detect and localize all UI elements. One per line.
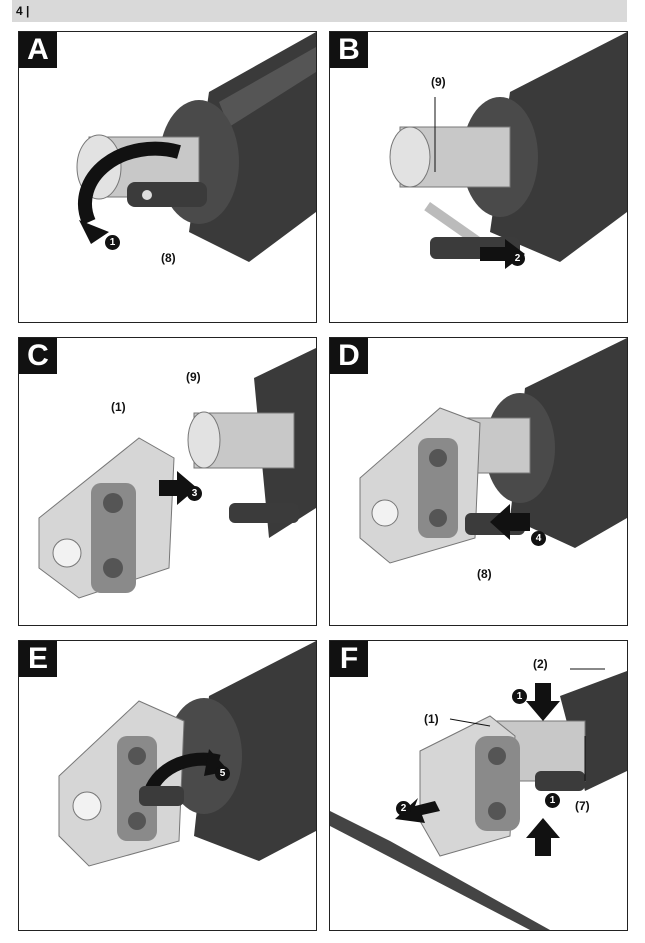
- step-marker: 5: [215, 766, 230, 781]
- panel-d-illustration: [359, 338, 627, 564]
- panel-a-illustration: [76, 32, 316, 262]
- part-label: (1): [111, 400, 126, 414]
- figure-panel-c: C (1) (9) 3: [18, 337, 317, 626]
- figure-panel-b: B (9) 2: [329, 31, 628, 323]
- panel-letter: B: [330, 32, 368, 68]
- step-marker: 1: [512, 689, 527, 704]
- figure-panel-e: E 5: [18, 640, 317, 931]
- panel-e-illustration: [58, 641, 316, 867]
- part-label: (9): [186, 370, 201, 384]
- part-label: (1): [424, 712, 439, 726]
- panel-letter: A: [19, 32, 57, 68]
- panel-f-illustration: [330, 668, 627, 930]
- figure-panel-d: D 4 (8): [329, 337, 628, 626]
- step-marker: 1: [105, 235, 120, 250]
- part-label: (7): [575, 799, 590, 813]
- figure-panel-f: F (2) (1) (7) 1 2 1: [329, 640, 628, 931]
- page-number: 4 |: [16, 4, 30, 18]
- part-label: (2): [533, 657, 548, 671]
- panel-b-illustration: [389, 32, 627, 269]
- step-marker: 2: [396, 801, 411, 816]
- part-label: (8): [161, 251, 176, 265]
- page-header: 4 |: [12, 0, 627, 22]
- panel-letter: D: [330, 338, 368, 374]
- step-marker: 1: [545, 793, 560, 808]
- step-marker: 2: [510, 251, 525, 266]
- part-label: (9): [431, 75, 446, 89]
- part-label: (8): [477, 567, 492, 581]
- step-marker: 3: [187, 486, 202, 501]
- step-marker: 4: [531, 531, 546, 546]
- panel-letter: E: [19, 641, 57, 677]
- panel-letter: F: [330, 641, 368, 677]
- figure-panel-a: A 1 (8): [18, 31, 317, 323]
- panel-letter: C: [19, 338, 57, 374]
- panel-c-illustration: [38, 348, 316, 599]
